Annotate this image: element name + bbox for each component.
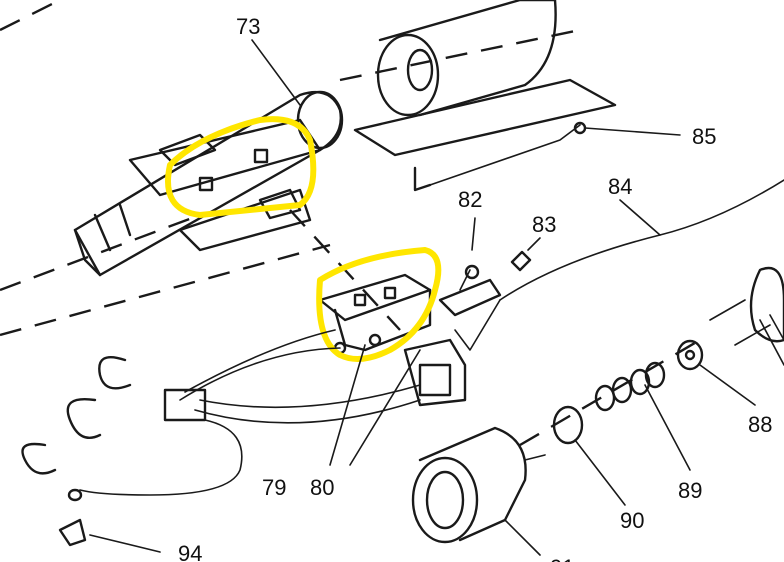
column-housing (73, 90, 344, 277)
terminal (58, 518, 161, 553)
sleeve (411, 426, 546, 544)
callout-labels: 73 85 82 84 83 79 80 88 89 90 91 94 (178, 14, 772, 562)
callout-85: 85 (692, 124, 716, 149)
leader-lines (251, 39, 756, 556)
callout-91: 91 (550, 555, 574, 562)
retainer-plate (353, 78, 617, 192)
buzzer-switch (403, 269, 502, 407)
ring-spring-washer (552, 266, 784, 445)
callout-79: 79 (262, 475, 286, 500)
callout-90: 90 (620, 508, 644, 533)
wiring-harness (67, 329, 421, 502)
callout-84: 84 (608, 174, 632, 199)
callout-83: 83 (532, 212, 556, 237)
switch-assembly (318, 273, 432, 355)
callout-73: 73 (236, 14, 260, 39)
callout-80: 80 (310, 475, 334, 500)
lock-cylinder-sleeve (376, 0, 557, 117)
callout-94: 94 (178, 541, 202, 562)
retaining-clips (21, 355, 132, 475)
callout-88: 88 (748, 412, 772, 437)
lead-wire (499, 179, 784, 301)
callout-89: 89 (678, 478, 702, 503)
centerlines (0, 0, 701, 447)
screws (464, 217, 541, 280)
callout-82: 82 (458, 187, 482, 212)
